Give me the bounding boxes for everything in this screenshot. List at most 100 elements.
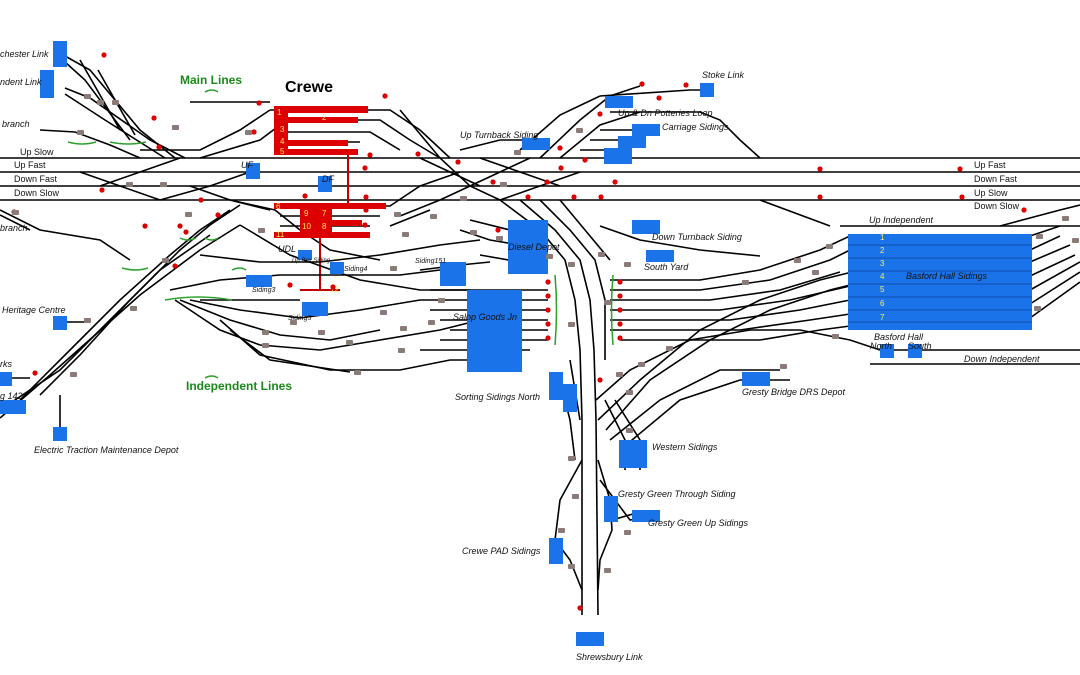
signal [1021, 207, 1027, 213]
line-label-up-slow-right: Up Slow [974, 188, 1008, 198]
location-labels: chester Link ndent Link branch branch He… [0, 49, 988, 662]
line-label-down-slow-right: Down Slow [974, 201, 1020, 211]
shunt-signal [1034, 306, 1041, 311]
shunt-signal [394, 212, 401, 217]
signal [495, 227, 501, 233]
label-basford-hall-sidings: Basford Hall Sidings [906, 271, 988, 281]
signal [617, 307, 623, 313]
signal [99, 187, 105, 193]
shunt-signal [568, 262, 575, 267]
label-heritage-centre: Heritage Centre [2, 305, 66, 315]
line-label-up-slow: Up Slow [20, 147, 54, 157]
signal [612, 179, 618, 185]
shunt-signal [428, 320, 435, 325]
shunt-signal [258, 228, 265, 233]
shunt-signal [568, 322, 575, 327]
platform-number: 9 [304, 209, 309, 218]
signal [525, 194, 531, 200]
label-potteries-loop: Up & Dn Potteries Loop [618, 108, 713, 118]
line-label-down-independent: Down Independent [964, 354, 1040, 364]
siding-block [632, 220, 660, 234]
siding-block [646, 250, 674, 262]
label-manchester-link: chester Link [0, 49, 49, 59]
label-carriage-sidings: Carriage Sidings [662, 122, 729, 132]
signal [198, 197, 204, 203]
signal [382, 93, 388, 99]
siding-block [604, 496, 618, 522]
main-signals [11, 52, 1027, 611]
platform-number: 11 [276, 230, 285, 239]
shunt-signal [546, 254, 553, 259]
shunt-signal [130, 306, 137, 311]
group-brackets [67, 89, 614, 379]
siding-blocks [0, 41, 922, 646]
shunt-signal [262, 343, 269, 348]
label-electric-traction-depot: Electric Traction Maintenance Depot [34, 445, 179, 455]
shunt-signal [624, 530, 631, 535]
line-label-uf: UF [241, 160, 253, 170]
shunt-signal [780, 364, 787, 369]
platform-number: 6 [276, 202, 281, 211]
siding-block [0, 372, 12, 386]
label-north: North [870, 341, 892, 351]
platform-2-3 [288, 117, 358, 123]
line-label-udl: UDL [278, 244, 296, 254]
platform-block-north [274, 106, 288, 154]
siding-block [632, 510, 660, 522]
shunt-signal [742, 280, 749, 285]
platform-number: 1 [277, 108, 282, 117]
shunt-signal [84, 94, 91, 99]
label-independent-link: ndent Link [0, 77, 42, 87]
shunt-signal [160, 182, 167, 187]
signal [302, 193, 308, 199]
label-western-sidings: Western Sidings [652, 442, 718, 452]
label-gresty-green-up: Gresty Green Up Sidings [648, 518, 749, 528]
independent-lines-label: Independent Lines [186, 379, 292, 393]
signal [577, 605, 583, 611]
shunt-signal [77, 130, 84, 135]
basford-siding-number: 5 [880, 285, 885, 294]
signal [544, 179, 550, 185]
shunt-signal [826, 244, 833, 249]
independent-lines [169, 219, 548, 373]
shunt-signal [97, 100, 104, 105]
signal [172, 263, 178, 269]
signal [597, 377, 603, 383]
shunt-signal [626, 390, 633, 395]
basford-hall-tracks [599, 199, 1080, 341]
line-label-down-fast: Down Fast [14, 174, 58, 184]
basford-block [848, 234, 1032, 330]
siding-block [522, 138, 550, 150]
signal [558, 165, 564, 171]
label-siding-4: Siding4 [344, 266, 367, 273]
shunt-signal [1062, 216, 1069, 221]
shunt-signal [576, 128, 583, 133]
label-up-turnback-siding: Up Turnback Siding [460, 130, 538, 140]
shunt-signal [438, 298, 445, 303]
shunt-signal [398, 348, 405, 353]
shunt-signal [380, 310, 387, 315]
shunt-signal [172, 125, 179, 130]
siding-block [53, 41, 67, 67]
signal [571, 194, 577, 200]
signal [957, 166, 963, 172]
siding-block [318, 176, 332, 192]
siding-block [908, 344, 922, 358]
platform-11-12 [274, 232, 370, 238]
siding-block [632, 124, 660, 136]
shunt-signal [616, 372, 623, 377]
shunt-signal [460, 196, 467, 201]
label-up-box-siding: Up Box Siding [292, 258, 331, 264]
label-siding-5: Siding5 [288, 315, 311, 322]
siding-block [440, 262, 466, 286]
siding-block [246, 163, 260, 179]
signal [597, 111, 603, 117]
main-lines-label: Main Lines [180, 73, 242, 87]
shunt-signal [354, 370, 361, 375]
signal [545, 279, 551, 285]
signal [683, 82, 689, 88]
siding-block [53, 427, 67, 441]
siding-block [604, 148, 632, 164]
signal [598, 194, 604, 200]
